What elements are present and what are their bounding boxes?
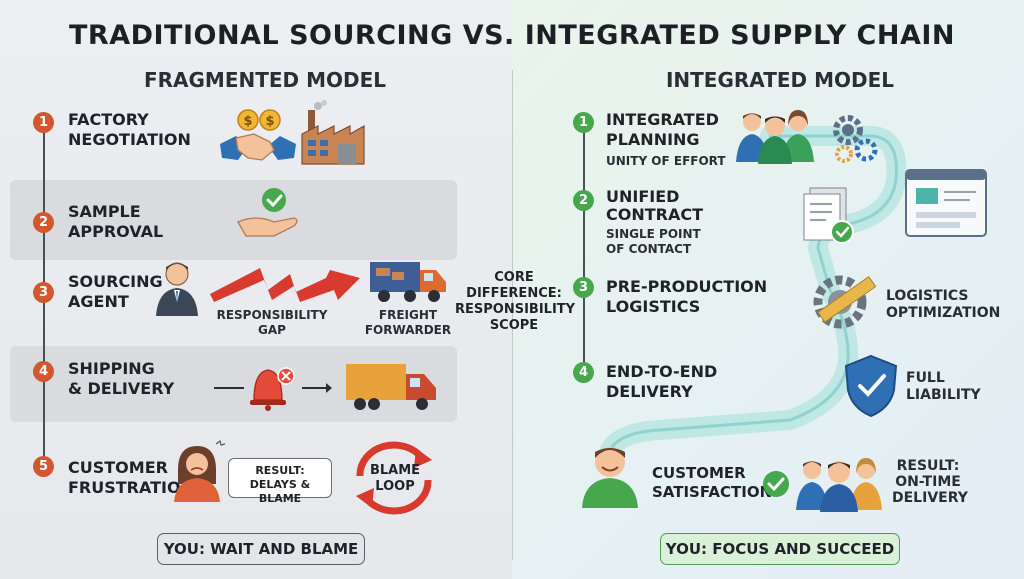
alarm-icon <box>214 367 332 411</box>
step-2-band <box>10 180 457 260</box>
fragmented-footer-badge: YOU: WAIT AND BLAME <box>157 533 365 565</box>
browser-window-icon <box>905 169 987 237</box>
gears-icon <box>833 115 878 163</box>
step-number-2: 2 <box>33 212 54 233</box>
unity-of-effort-label: UNITY OF EFFORT <box>606 154 726 168</box>
step-number-3: 3 <box>33 282 54 303</box>
frustrated-customer-icon <box>174 439 226 502</box>
delivery-truck-icon <box>346 364 436 410</box>
svg-text:$: $ <box>265 114 274 129</box>
right-timeline-line <box>583 122 585 382</box>
team-icon <box>736 110 814 164</box>
factory-icon <box>301 100 365 165</box>
integrated-step-number-2: 2 <box>573 190 594 211</box>
integrated-step-number-1: 1 <box>573 112 594 133</box>
check-hand-icon <box>237 188 298 237</box>
step-label-shipping-delivery: SHIPPING& DELIVERY <box>68 359 175 398</box>
center-divider <box>512 70 513 560</box>
shield-check-icon <box>844 354 898 418</box>
truck-icon <box>370 262 446 302</box>
integrated-flow-path <box>600 126 907 460</box>
satisfied-team-icon <box>796 458 882 512</box>
integrated-step-number-3: 3 <box>573 277 594 298</box>
step-number-4: 4 <box>33 361 54 382</box>
handshake-icon: $ $ <box>220 109 296 161</box>
page-title: TRADITIONAL SOURCING VS. INTEGRATED SUPP… <box>69 20 955 51</box>
integrated-step-number-4: 4 <box>573 362 594 383</box>
gear-ruler-icon <box>813 275 877 329</box>
step-number-1: 1 <box>33 112 54 133</box>
svg-text:$: $ <box>243 114 252 129</box>
step-number-5: 5 <box>33 456 54 477</box>
integrated-model-heading: INTEGRATED MODEL <box>665 68 894 92</box>
fragmented-model-heading: FRAGMENTED MODEL <box>143 68 387 92</box>
integrated-footer-badge: YOU: FOCUS AND SUCCEED <box>660 533 900 565</box>
check-icon <box>763 471 789 497</box>
blame-loop-icon <box>356 441 432 515</box>
agent-icon <box>156 262 198 316</box>
result-delays-blame-box: RESULT:DELAYS & BLAME <box>228 458 332 505</box>
broken-arrow-icon <box>210 268 360 302</box>
document-icon <box>803 187 854 244</box>
happy-customer-icon <box>582 447 638 508</box>
